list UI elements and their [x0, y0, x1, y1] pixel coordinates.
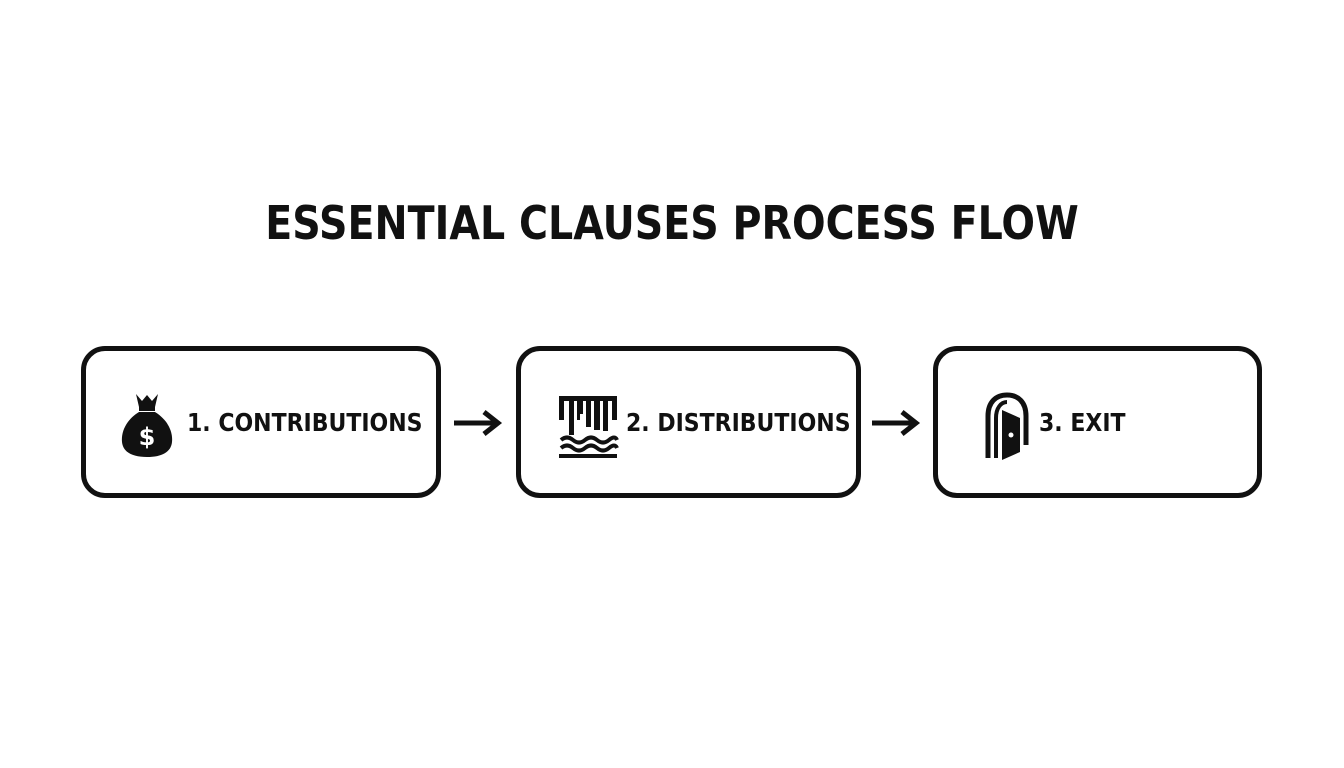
door-exit-icon	[985, 392, 1029, 460]
step-distributions: 2. DISTRIBUTIONS	[516, 346, 861, 498]
diagram-title: ESSENTIAL CLAUSES PROCESS FLOW	[265, 196, 1079, 250]
step-label: 3. EXIT	[1039, 408, 1126, 437]
step-label: 1. CONTRIBUTIONS	[187, 408, 423, 437]
waterfall-icon	[559, 396, 619, 458]
svg-text:$: $	[139, 423, 156, 451]
right-arrow-icon	[872, 410, 921, 436]
step-label: 2. DISTRIBUTIONS	[626, 408, 851, 437]
money-bag-icon: $	[121, 394, 173, 457]
step-contributions: $ 1. CONTRIBUTIONS	[81, 346, 441, 498]
step-exit: 3. EXIT	[933, 346, 1262, 498]
right-arrow-icon	[454, 410, 503, 436]
